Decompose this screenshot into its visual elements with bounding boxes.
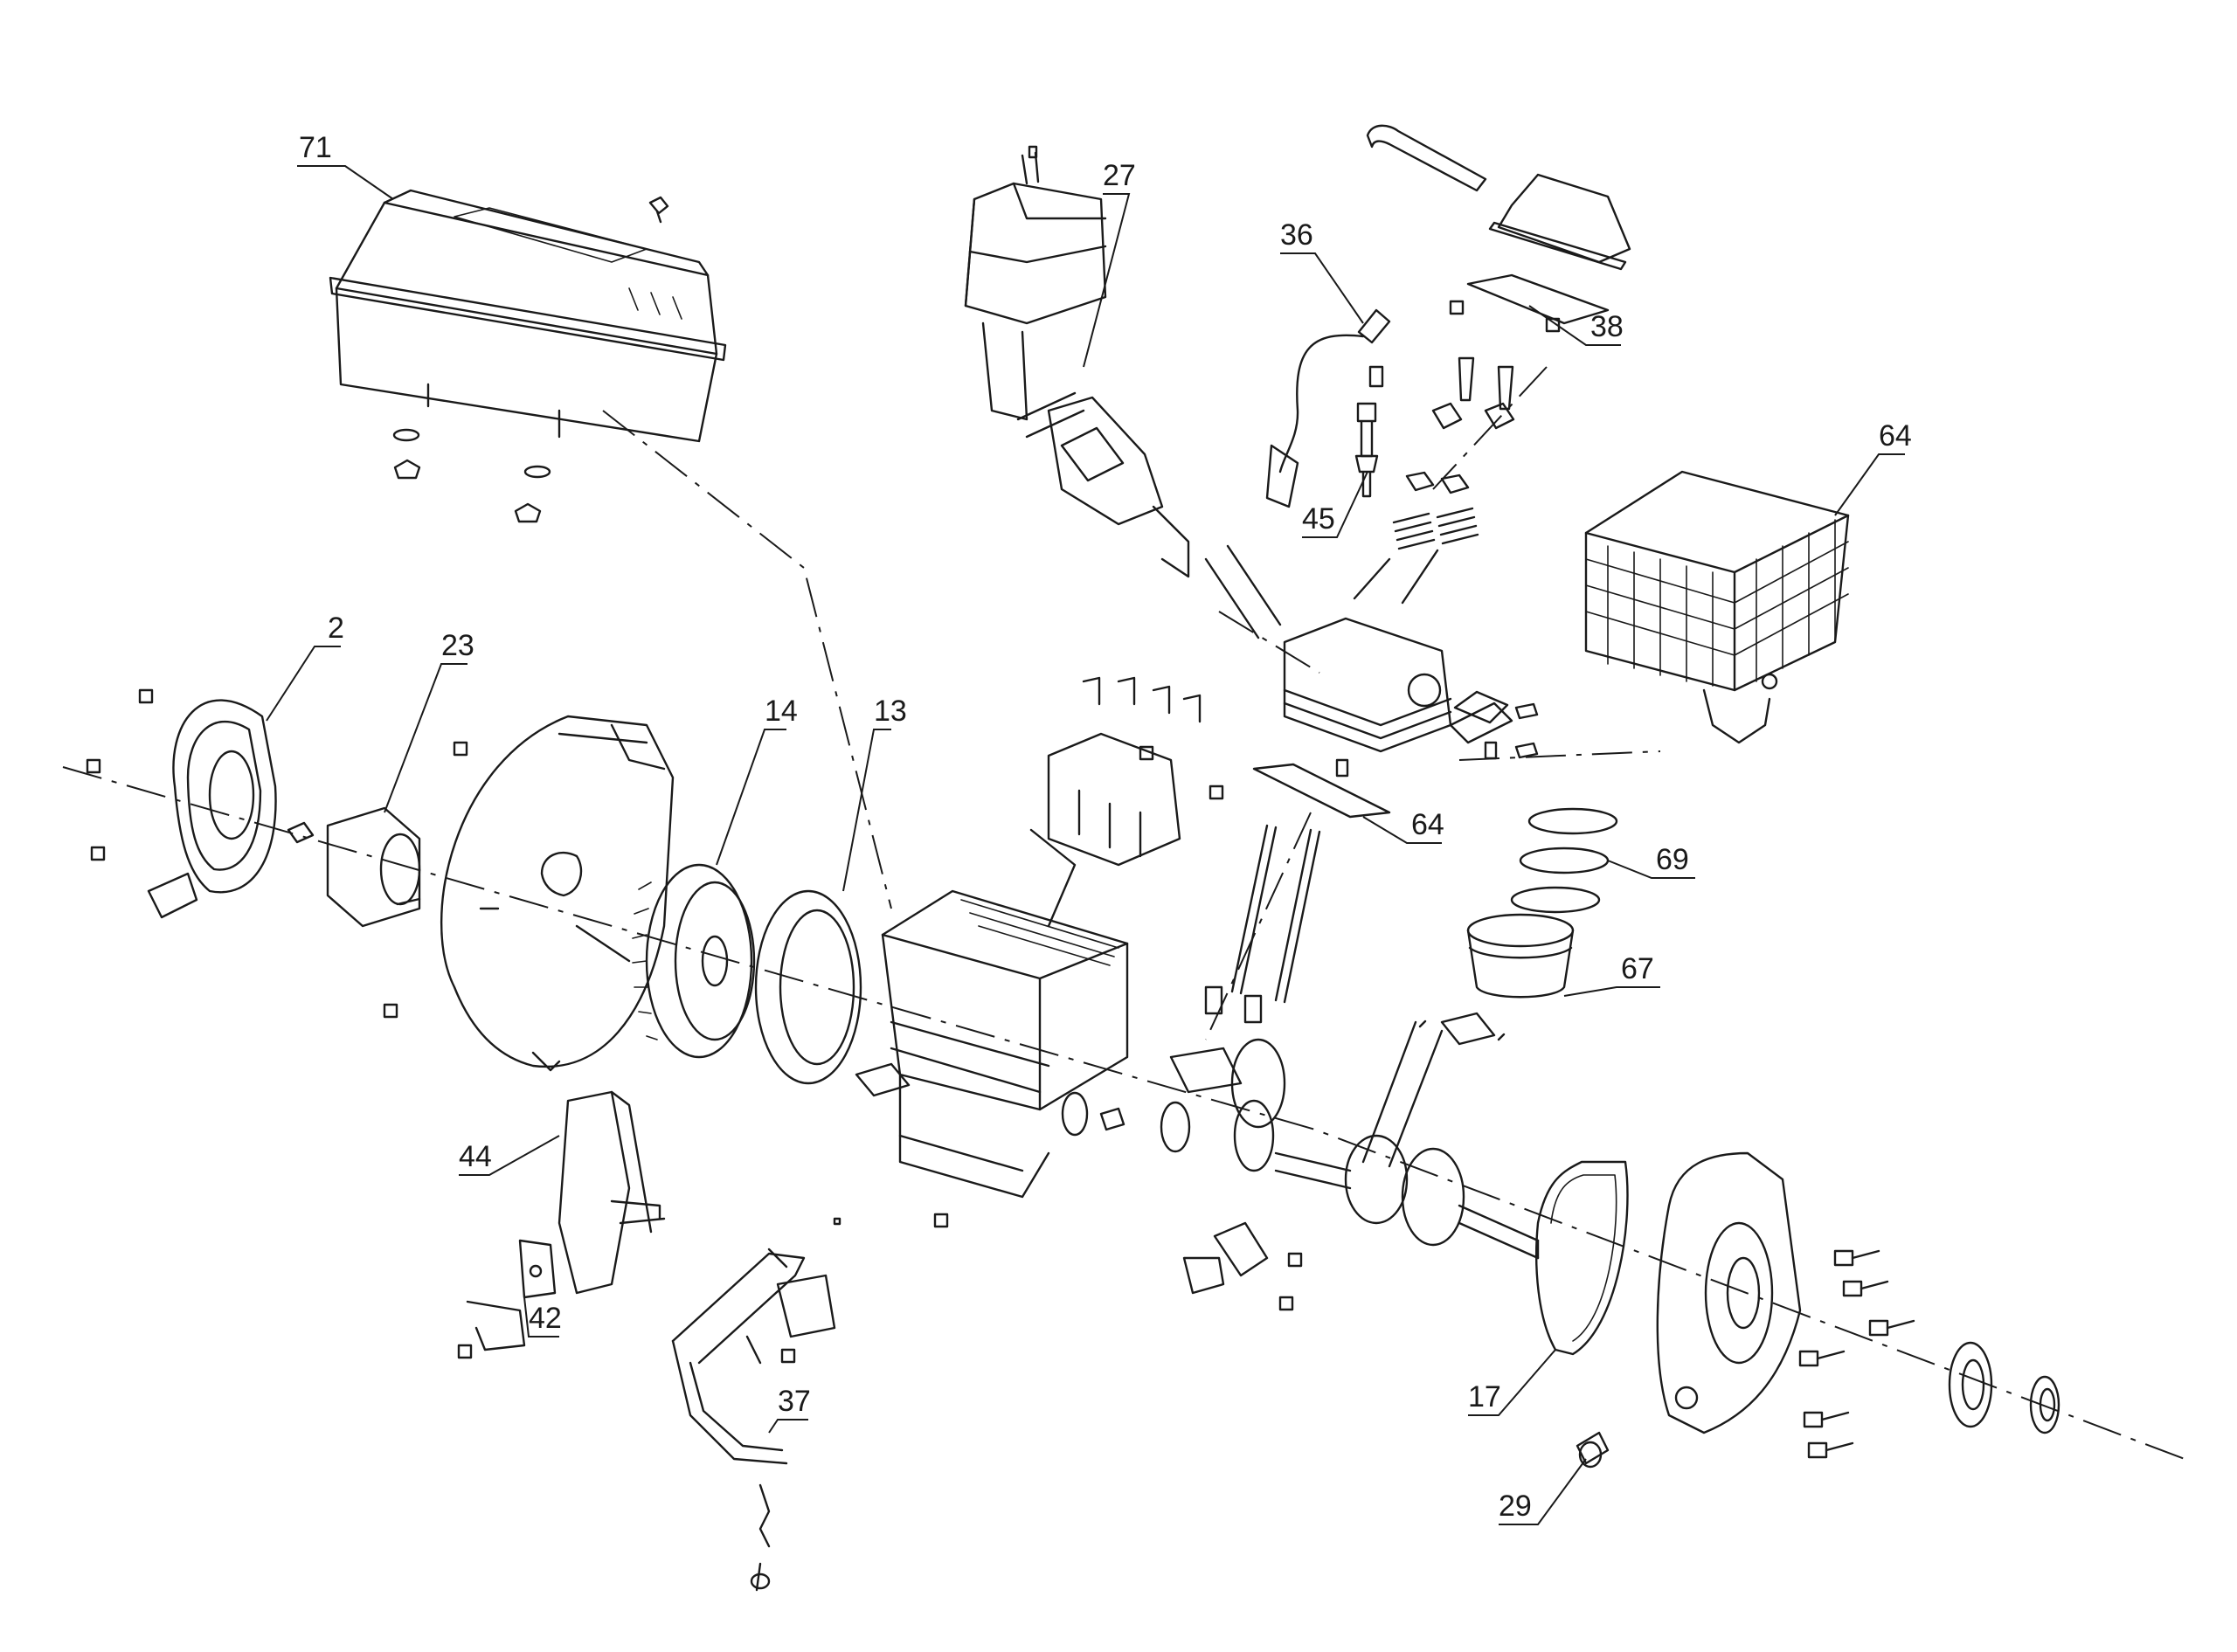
bolt-icon [1082, 676, 1915, 1459]
piston-ring-icon [1510, 807, 1618, 914]
leader-lines [266, 165, 1905, 1525]
head-gasket-icon [1252, 763, 1391, 819]
callout-29: 29 [1499, 1490, 1532, 1523]
recoil-starter-icon [86, 688, 277, 919]
oil-plug-icon [1576, 1431, 1610, 1469]
piston-icon [1418, 913, 1575, 1046]
governor-arm-icon [671, 1217, 841, 1592]
callout-37: 37 [778, 1385, 811, 1418]
pushrod-icon [1204, 824, 1321, 1024]
fan-cover-icon [383, 715, 675, 1072]
callout-64-gasket: 64 [1411, 808, 1444, 841]
oil-sensor-icon [1182, 1221, 1303, 1311]
callout-labels: 71 27 36 38 64 45 2 23 14 13 64 69 67 44… [299, 131, 1912, 1523]
muffler-icon [1584, 470, 1850, 744]
starter-cup-icon [287, 806, 421, 928]
crankcase-cover-icon [1656, 1151, 1802, 1434]
ring-icon [754, 889, 862, 1085]
crankshaft-icon [1274, 1020, 1540, 1260]
oil-seal-icon [1948, 1341, 2060, 1434]
callout-64-muffler: 64 [1879, 419, 1912, 453]
valve-spring-icon [1353, 471, 1479, 605]
callout-38: 38 [1590, 310, 1624, 343]
callout-69: 69 [1656, 843, 1689, 876]
callout-36: 36 [1280, 218, 1313, 252]
callout-44: 44 [459, 1140, 492, 1173]
callout-13: 13 [874, 695, 907, 728]
valve-cover-icon [1366, 124, 1631, 430]
callout-45: 45 [1302, 502, 1335, 536]
callout-2: 2 [328, 612, 344, 645]
callout-67: 67 [1621, 952, 1654, 985]
flywheel-icon [632, 863, 756, 1059]
baffle-icon [558, 1090, 666, 1295]
callout-23: 23 [441, 629, 474, 662]
callout-14: 14 [765, 695, 798, 728]
callout-42: 42 [529, 1302, 562, 1335]
camshaft-icon [1099, 1038, 1286, 1172]
cylinder-head-icon [1204, 544, 1513, 778]
spark-plug-cap-icon [1265, 308, 1391, 508]
carburetor-icon [1016, 391, 1190, 578]
callout-27: 27 [1103, 159, 1136, 192]
callout-17: 17 [1468, 1380, 1501, 1414]
center-lines [62, 366, 2185, 1460]
gasket-icon [1534, 1160, 1629, 1356]
bracket-icon [457, 1239, 557, 1359]
crankcase-icon [855, 732, 1181, 1228]
exhaust-gasket-icon [1453, 690, 1539, 759]
air-filter-icon [964, 145, 1107, 421]
spark-plug-icon [1354, 402, 1379, 498]
callout-71: 71 [299, 131, 332, 164]
fuel-tank-icon [329, 189, 727, 523]
